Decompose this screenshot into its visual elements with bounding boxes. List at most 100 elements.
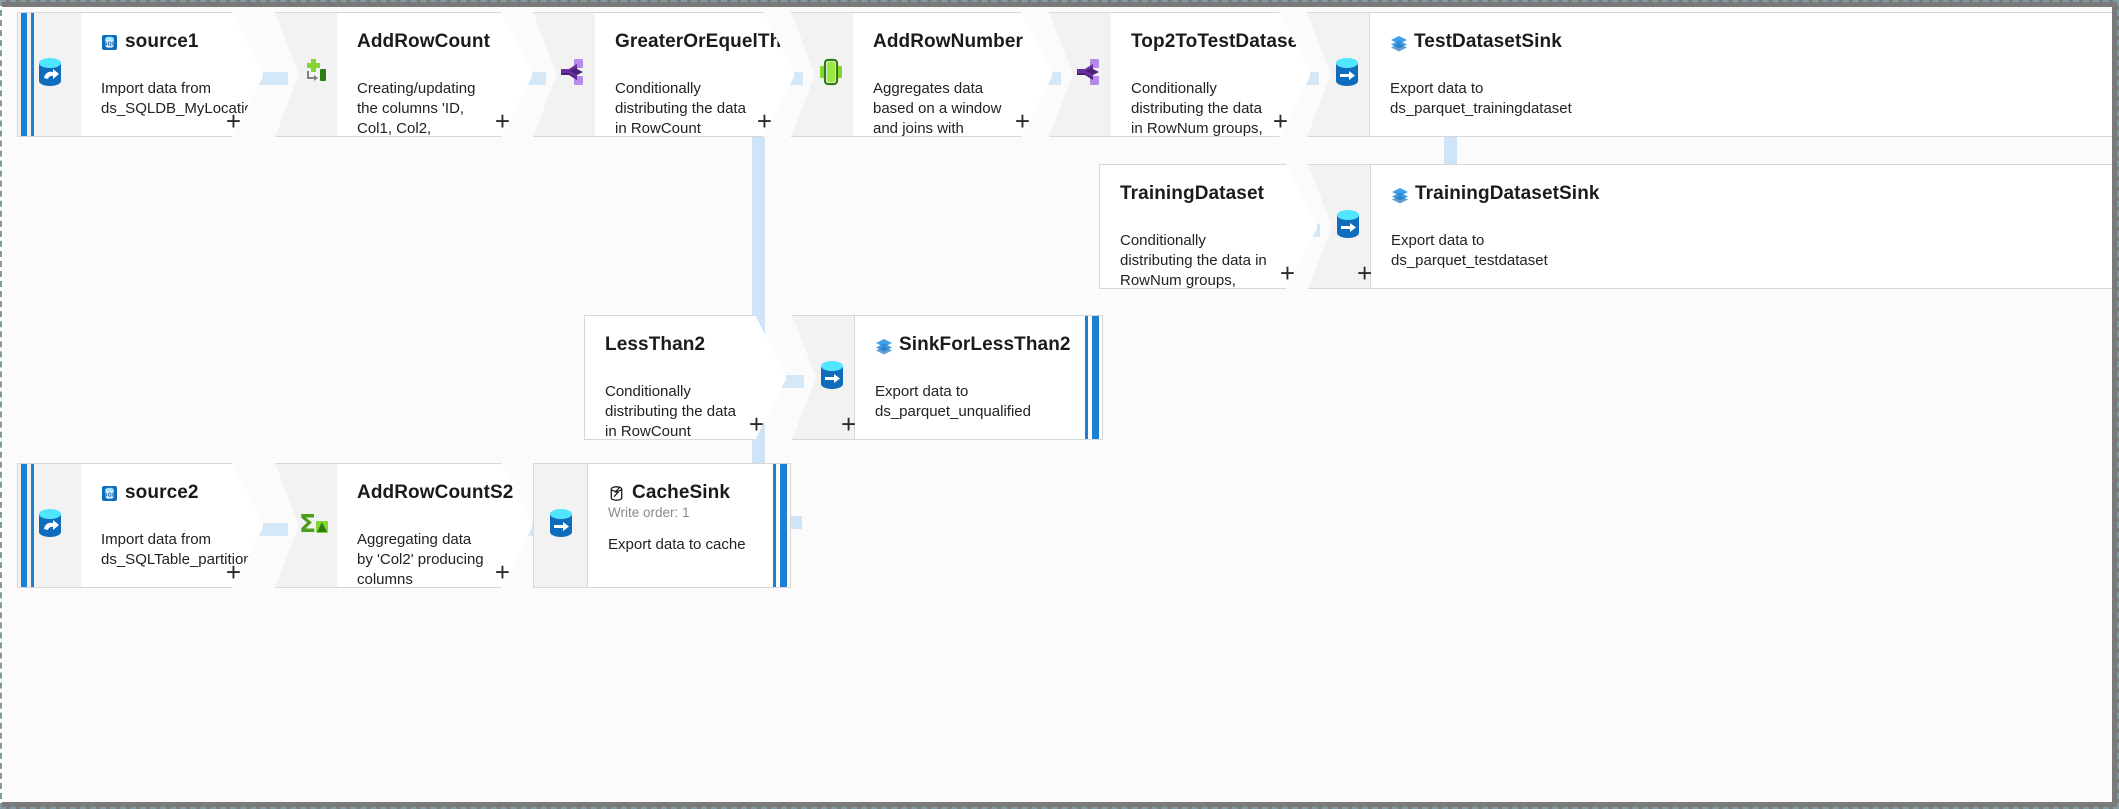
greaterorequelthan2-add-button[interactable]: +	[756, 106, 772, 136]
azure-sql-database-icon: SQL	[101, 34, 118, 51]
addrowcount-icon-panel	[275, 12, 337, 137]
addrownumber-icon-panel	[791, 12, 853, 137]
trainingdatasetsink-add-button[interactable]: +	[1357, 258, 1373, 288]
data-sink-export-icon	[1332, 56, 1362, 93]
node-addrownumber[interactable]: AddRowNumber Aggregates data based on a …	[791, 12, 1053, 137]
source1-body[interactable]: SQL source1 Import data from ds_SQLDB_My…	[81, 12, 264, 137]
source1-description: Import data from ds_SQLDB_MyLocations	[101, 80, 269, 117]
source2-add-button[interactable]: +	[225, 557, 241, 587]
node-trainingdatasetsink[interactable]: TrainingDatasetSink Export data to ds_pa…	[1308, 164, 2112, 289]
trainingdataset-add-button[interactable]: +	[1279, 258, 1295, 288]
dataflow-canvas[interactable]: SQL source1 Import data from ds_SQLDB_My…	[4, 7, 2112, 802]
stream-start-marker	[18, 464, 36, 587]
stream-start-marker	[18, 13, 36, 136]
top2totestdataset-body[interactable]: Top2ToTestDataset Conditionally distribu…	[1111, 12, 1311, 137]
top2totestdataset-icon-panel	[1049, 12, 1111, 137]
data-sink-export-icon	[817, 359, 847, 396]
node-sinkforlessthan2[interactable]: SinkForLessThan2 Export data to ds_parqu…	[792, 315, 1103, 440]
addrowcount-title: AddRowCount	[357, 31, 491, 52]
derived-column-icon	[300, 57, 330, 92]
cachesink-description: Export data to cache	[608, 536, 746, 553]
node-trainingdataset[interactable]: TrainingDataset Conditionally distributi…	[1099, 164, 1318, 289]
greaterorequelthan2-body[interactable]: GreaterOrEquelThan2 Conditionally distri…	[595, 12, 795, 137]
node-cachesink[interactable]: CacheSink Write order: 1 Export data to …	[533, 463, 791, 588]
cachesink-write-order: Write order: 1	[608, 505, 690, 520]
addrowcounts2-description: Aggregating data by 'Col2' producing col…	[357, 531, 484, 608]
addrowcounts2-title: AddRowCountS2	[357, 482, 514, 503]
source1-title: source1	[125, 31, 199, 52]
cachesink-icon-panel	[533, 463, 587, 588]
stream-end-marker	[1084, 316, 1102, 439]
lessthan2-body[interactable]: LessThan2 Conditionally distributing the…	[584, 315, 787, 440]
greaterorequelthan2-title: GreaterOrEquelThan2	[615, 31, 815, 52]
window-icon	[816, 57, 846, 92]
node-addrowcounts2[interactable]: Σ AddRowCountS2 Aggregating data by 'Col…	[275, 463, 533, 588]
sinkforlessthan2-description: Export data to ds_parquet_unqualified	[875, 383, 1031, 420]
parquet-dataset-icon	[875, 337, 892, 354]
trainingdataset-title: TrainingDataset	[1120, 183, 1265, 204]
testdatasetsink-description: Export data to ds_parquet_trainingdatase…	[1390, 80, 1572, 117]
testdatasetsink-title: TestDatasetSink	[1414, 31, 1562, 52]
testdatasetsink-icon-panel	[1307, 12, 1369, 137]
addrowcounts2-add-button[interactable]: +	[494, 557, 510, 587]
addrowcount-add-button[interactable]: +	[494, 106, 510, 136]
aggregate-icon: Σ	[298, 508, 330, 543]
node-lessthan2[interactable]: LessThan2 Conditionally distributing the…	[584, 315, 787, 440]
node-source1[interactable]: SQL source1 Import data from ds_SQLDB_My…	[17, 12, 264, 137]
trainingdataset-title-row: TrainingDataset	[1120, 183, 1273, 205]
stream-end-marker	[772, 464, 790, 587]
cachesink-body[interactable]: CacheSink Write order: 1 Export data to …	[587, 463, 791, 588]
source2-title-row: SQL source2	[101, 482, 219, 504]
addrowcount-title-row: AddRowCount	[357, 31, 488, 53]
addrowcount-body[interactable]: AddRowCount Creating/updating the column…	[337, 12, 533, 137]
trainingdatasetsink-body[interactable]: TrainingDatasetSink Export data to ds_pa…	[1357, 164, 2112, 289]
sinkforlessthan2-add-button[interactable]: +	[841, 409, 857, 439]
source2-icon-panel	[17, 463, 81, 588]
trainingdatasetsink-description: Export data to ds_parquet_testdataset	[1391, 232, 1548, 269]
svg-text:Σ: Σ	[299, 509, 316, 538]
svg-text:SQL: SQL	[104, 41, 116, 47]
data-sink-export-icon	[546, 507, 576, 544]
addrowcount-description: Creating/updating the columns 'ID, Col1,…	[357, 80, 476, 157]
node-top2totestdataset[interactable]: Top2ToTestDataset Conditionally distribu…	[1049, 12, 1311, 137]
trainingdatasetsink-title-row: TrainingDatasetSink	[1391, 183, 2112, 205]
source1-title-row: SQL source1	[101, 31, 219, 53]
parquet-dataset-icon	[1391, 186, 1408, 203]
node-addrowcount[interactable]: AddRowCount Creating/updating the column…	[275, 12, 533, 137]
azure-sql-database-icon: SQL	[101, 485, 118, 502]
source1-icon-panel	[17, 12, 81, 137]
testdatasetsink-body[interactable]: TestDatasetSink Export data to ds_parque…	[1369, 12, 2112, 137]
addrownumber-title: AddRowNumber	[873, 31, 1024, 52]
addrowcounts2-title-row: AddRowCountS2	[357, 482, 488, 504]
conditional-split-icon	[558, 57, 588, 92]
node-testdatasetsink[interactable]: TestDatasetSink Export data to ds_parque…	[1307, 12, 2112, 137]
lessthan2-title-row: LessThan2	[605, 334, 742, 356]
testdatasetsink-title-row: TestDatasetSink	[1390, 31, 2112, 53]
cachesink-title: CacheSink	[632, 482, 731, 503]
addrowcounts2-body[interactable]: AddRowCountS2 Aggregating data by 'Col2'…	[337, 463, 533, 588]
top2totestdataset-title: Top2ToTestDataset	[1131, 31, 1305, 52]
node-greaterorequelthan2[interactable]: GreaterOrEquelThan2 Conditionally distri…	[533, 12, 795, 137]
lessthan2-add-button[interactable]: +	[748, 409, 764, 439]
addrownumber-add-button[interactable]: +	[1014, 106, 1030, 136]
source2-body[interactable]: SQL source2 Import data from ds_SQLTable…	[81, 463, 264, 588]
greaterorequelthan2-title-row: GreaterOrEquelThan2	[615, 31, 750, 53]
window-top-chrome	[2, 0, 2117, 7]
trainingdataset-description: Conditionally distributing the data in R…	[1120, 232, 1270, 309]
svg-text:SQL: SQL	[104, 492, 116, 498]
node-source2[interactable]: SQL source2 Import data from ds_SQLTable…	[17, 463, 264, 588]
source1-add-button[interactable]: +	[225, 106, 241, 136]
parquet-dataset-icon	[1390, 34, 1407, 51]
source2-description: Import data from ds_SQLTable_partitiontb…	[101, 531, 268, 568]
greaterorequelthan2-description: Conditionally distributing the data in R…	[615, 80, 746, 177]
window-right-chrome	[2112, 0, 2119, 809]
addrownumber-body[interactable]: AddRowNumber Aggregates data based on a …	[853, 12, 1053, 137]
sinkforlessthan2-title: SinkForLessThan2	[899, 334, 1071, 355]
source2-title: source2	[125, 482, 199, 503]
sinkforlessthan2-body[interactable]: SinkForLessThan2 Export data to ds_parqu…	[841, 315, 1103, 440]
addrownumber-description: Aggregates data based on a window and jo…	[873, 80, 1002, 157]
data-source-import-icon	[35, 56, 65, 93]
top2totestdataset-add-button[interactable]: +	[1272, 106, 1288, 136]
trainingdatasetsink-title: TrainingDatasetSink	[1415, 183, 1600, 204]
trainingdataset-body[interactable]: TrainingDataset Conditionally distributi…	[1099, 164, 1318, 289]
